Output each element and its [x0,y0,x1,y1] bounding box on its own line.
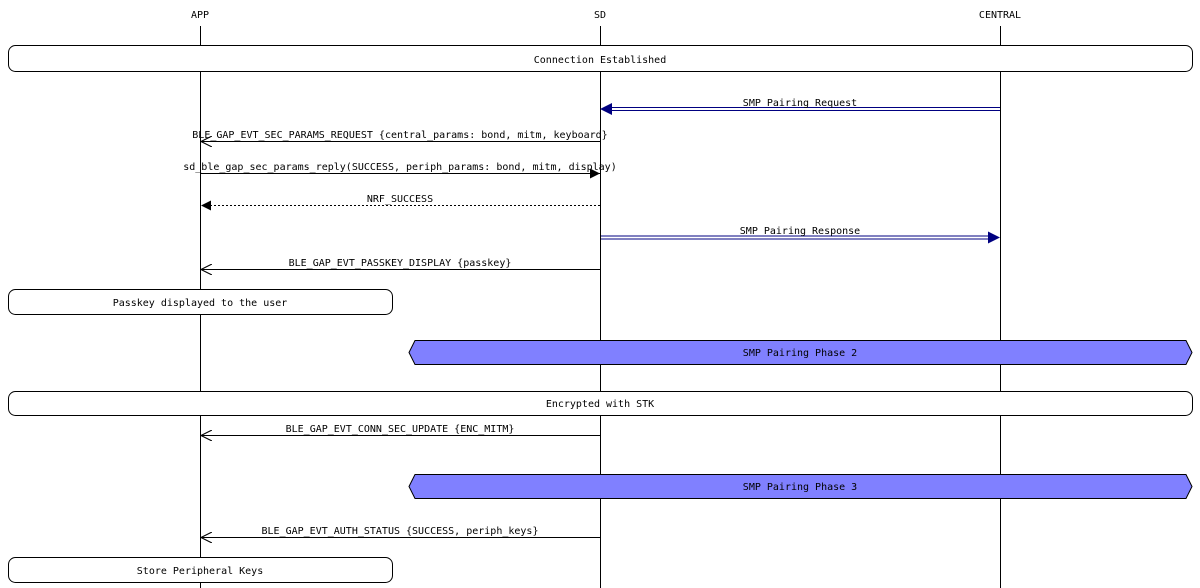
lifeline-label-app: APP [191,10,209,21]
box-encrypted-with-stk-label: Encrypted with STK [546,399,654,410]
box-passkey-displayed-label: Passkey displayed to the user [113,298,288,309]
msg-sec-params-request-label: BLE_GAP_EVT_SEC_PARAMS_REQUEST {central_… [192,130,607,141]
phase-smp-pairing-2-label: SMP Pairing Phase 2 [743,348,857,359]
msg-auth-status: BLE_GAP_EVT_AUTH_STATUS {SUCCESS, periph… [201,526,600,538]
lifeline-label-sd: SD [594,10,606,21]
box-connection-established-label: Connection Established [534,55,666,66]
msg-smp-pairing-response-label: SMP Pairing Response [740,226,860,237]
msg-conn-sec-update-label: BLE_GAP_EVT_CONN_SEC_UPDATE {ENC_MITM} [286,424,515,435]
msg-smp-pairing-response: SMP Pairing Response [601,226,1000,244]
msg-nrf-success: NRF_SUCCESS [201,194,600,211]
msg-passkey-display-label: BLE_GAP_EVT_PASSKEY_DISPLAY {passkey} [289,258,512,269]
msg-nrf-success-label: NRF_SUCCESS [367,194,433,205]
box-encrypted-with-stk: Encrypted with STK [8,391,1193,416]
phase-smp-pairing-3-label: SMP Pairing Phase 3 [743,482,857,493]
box-connection-established: Connection Established [8,45,1193,72]
lifeline-label-central: CENTRAL [979,10,1021,21]
phase-smp-pairing-3: SMP Pairing Phase 3 [408,474,1193,499]
msg-smp-pairing-request: SMP Pairing Request [600,98,1000,115]
msg-auth-status-label: BLE_GAP_EVT_AUTH_STATUS {SUCCESS, periph… [262,526,539,537]
msg-smp-pairing-request-label: SMP Pairing Request [743,98,857,109]
msg-sec-params-reply-label: sd_ble_gap_sec_params_reply(SUCCESS, per… [183,162,616,173]
msg-sec-params-request: BLE_GAP_EVT_SEC_PARAMS_REQUEST {central_… [192,130,608,142]
msg-conn-sec-update: BLE_GAP_EVT_CONN_SEC_UPDATE {ENC_MITM} [201,424,600,436]
box-store-peripheral-keys: Store Peripheral Keys [8,557,393,583]
msg-sec-params-reply: sd_ble_gap_sec_params_reply(SUCCESS, per… [183,162,617,179]
box-store-peripheral-keys-label: Store Peripheral Keys [137,566,263,577]
box-passkey-displayed: Passkey displayed to the user [8,289,393,315]
phase-smp-pairing-2: SMP Pairing Phase 2 [408,340,1193,365]
msg-passkey-display: BLE_GAP_EVT_PASSKEY_DISPLAY {passkey} [201,258,600,270]
